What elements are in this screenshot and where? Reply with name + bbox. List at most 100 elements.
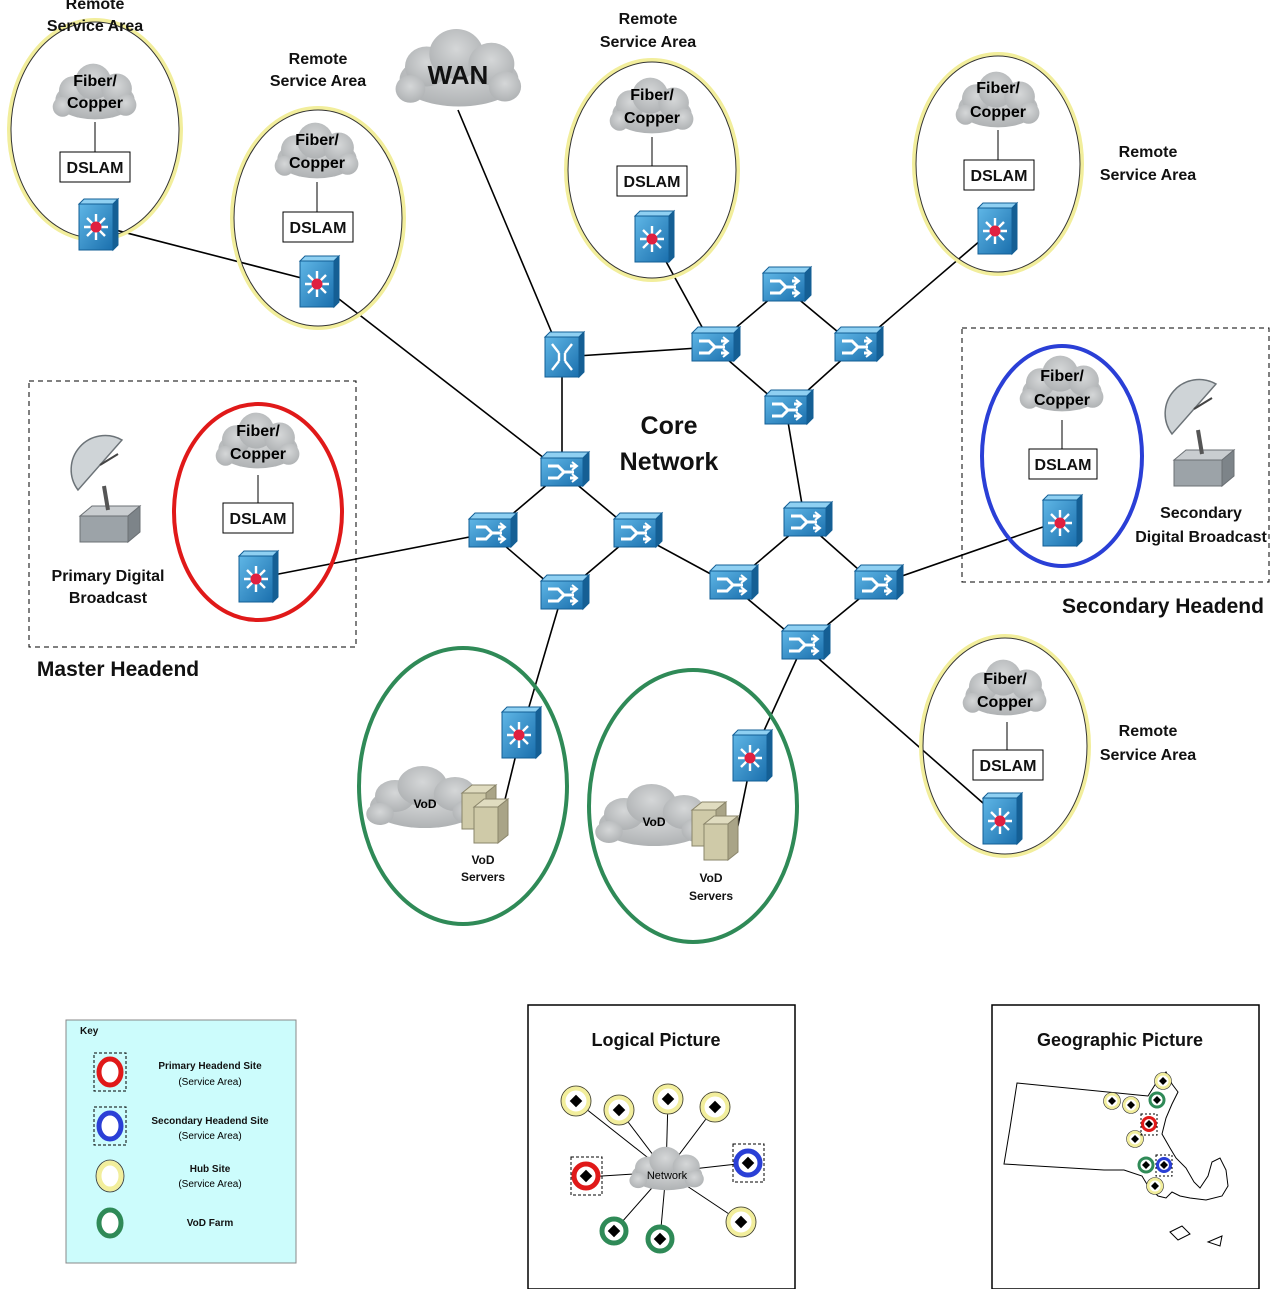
server-icon xyxy=(461,784,509,844)
svg-text:Copper: Copper xyxy=(970,104,1026,121)
svg-text:Fiber/: Fiber/ xyxy=(983,671,1027,688)
svg-text:Servers: Servers xyxy=(461,870,505,884)
multilayer-switch-icon xyxy=(731,728,774,783)
link-router-ring xyxy=(561,346,714,358)
vod-farm-2: VoD VoD Servers xyxy=(587,668,799,944)
server-icon xyxy=(691,801,739,861)
svg-text:Service Area: Service Area xyxy=(47,18,143,35)
svg-text:Remote: Remote xyxy=(66,0,125,13)
svg-text:Secondary Headend Site: Secondary Headend Site xyxy=(151,1116,269,1127)
key-title: Key xyxy=(80,1026,99,1037)
svg-text:Digital Broadcast: Digital Broadcast xyxy=(1135,529,1267,546)
svg-text:(Service Area): (Service Area) xyxy=(178,1077,241,1088)
remote-service-area-2: Fiber/ Copper DSLAM Remote Service Area xyxy=(230,51,406,330)
svg-text:Copper: Copper xyxy=(289,155,345,172)
remote-service-area-4: Fiber/ Copper DSLAM Remote Service Area xyxy=(912,52,1196,276)
svg-text:Service Area: Service Area xyxy=(1100,167,1196,184)
svg-text:Hub Site: Hub Site xyxy=(190,1164,231,1175)
svg-text:Remote: Remote xyxy=(1119,144,1178,161)
multilayer-switch-icon xyxy=(976,201,1019,256)
svg-text:(Service Area): (Service Area) xyxy=(178,1131,241,1142)
svg-text:Fiber/: Fiber/ xyxy=(295,132,339,149)
geo-hub-nodes xyxy=(1103,1072,1172,1195)
geo-primary-node xyxy=(1140,1113,1158,1136)
core-label-line2: Network xyxy=(620,448,719,476)
key-item-primary: Primary Headend Site (Service Area) xyxy=(93,1052,262,1092)
core-label-line1: Core xyxy=(641,412,698,440)
svg-text:Primary Headend Site: Primary Headend Site xyxy=(158,1061,262,1072)
svg-text:VoD Farm: VoD Farm xyxy=(187,1218,234,1229)
svg-text:Service Area: Service Area xyxy=(600,34,696,51)
geographic-picture: Geographic Picture xyxy=(991,1004,1260,1289)
switch-icon xyxy=(612,511,664,549)
svg-text:Fiber/: Fiber/ xyxy=(73,73,117,90)
logical-network-label: Network xyxy=(647,1170,688,1182)
key-item-vod: VoD Farm xyxy=(96,1207,234,1239)
geo-vod-nodes xyxy=(1137,1091,1166,1174)
link-core-remote5 xyxy=(802,644,1001,819)
remote-service-area-5: Fiber/ Copper DSLAM Remote Service Area xyxy=(919,634,1196,858)
link-wan-router xyxy=(457,109,563,358)
logical-secondary-node xyxy=(732,1143,765,1183)
svg-text:Fiber/: Fiber/ xyxy=(976,80,1020,97)
svg-text:Remote: Remote xyxy=(619,11,678,28)
svg-text:VoD: VoD xyxy=(642,815,665,829)
switch-icon xyxy=(539,450,591,488)
multilayer-switch-icon xyxy=(633,209,676,264)
legend-key: Key Primary Headend Site (Service Area) … xyxy=(65,1019,297,1264)
svg-text:Service Area: Service Area xyxy=(1100,747,1196,764)
svg-text:Copper: Copper xyxy=(230,446,286,463)
multilayer-switch-icon xyxy=(500,705,543,760)
satellite-dish-icon xyxy=(1163,377,1236,488)
link-remote1-remote2 xyxy=(95,224,318,283)
svg-text:Broadcast: Broadcast xyxy=(69,590,148,607)
svg-text:VoD: VoD xyxy=(413,797,436,811)
switch-icon xyxy=(467,511,519,549)
geographic-picture-title: Geographic Picture xyxy=(1037,1030,1203,1050)
svg-text:Copper: Copper xyxy=(624,110,680,127)
svg-text:Copper: Copper xyxy=(977,694,1033,711)
svg-text:Fiber/: Fiber/ xyxy=(630,87,674,104)
switch-icon xyxy=(761,265,813,303)
geo-secondary-node xyxy=(1155,1154,1173,1177)
remote-service-area-1: Fiber/ Copper DSLAM Remote Service Area xyxy=(7,0,183,252)
logical-picture-title: Logical Picture xyxy=(591,1030,720,1050)
multilayer-switch-icon xyxy=(1041,493,1084,548)
link-core-secondary xyxy=(875,519,1064,586)
key-item-hub: Hub Site (Service Area) xyxy=(95,1159,242,1193)
dslam-label: DSLAM xyxy=(1035,457,1092,474)
switch-icon xyxy=(833,325,885,363)
satellite-dish-icon xyxy=(69,433,142,544)
svg-text:Secondary: Secondary xyxy=(1160,505,1242,522)
switch-icon xyxy=(690,325,742,363)
logical-primary-node xyxy=(570,1156,603,1196)
svg-text:Primary Digital: Primary Digital xyxy=(52,568,165,585)
multilayer-switch-icon xyxy=(981,791,1024,846)
dslam-label: DSLAM xyxy=(980,758,1037,775)
logical-vod-nodes xyxy=(599,1216,675,1254)
switch-icon xyxy=(763,388,815,426)
multilayer-switch-icon xyxy=(77,197,120,252)
svg-text:VoD: VoD xyxy=(699,871,722,885)
multilayer-switch-icon xyxy=(237,549,280,604)
switch-icon xyxy=(780,623,832,661)
svg-text:Remote: Remote xyxy=(1119,723,1178,740)
switch-icon xyxy=(539,573,591,611)
link-core-primary xyxy=(257,532,491,579)
dslam-label: DSLAM xyxy=(971,168,1028,185)
remote-service-area-3: Fiber/ Copper DSLAM Remote Service Area xyxy=(564,11,740,282)
master-headend-label: Master Headend xyxy=(37,658,199,681)
svg-text:Fiber/: Fiber/ xyxy=(236,423,280,440)
svg-text:(Service Area): (Service Area) xyxy=(178,1179,241,1190)
svg-text:VoD: VoD xyxy=(471,853,494,867)
svg-text:Service Area: Service Area xyxy=(270,73,366,90)
svg-text:Fiber/: Fiber/ xyxy=(1040,368,1084,385)
switch-icon xyxy=(708,563,760,601)
core-network: Core Network xyxy=(467,265,905,661)
link-remote2-core xyxy=(316,281,563,473)
logical-hub-nodes xyxy=(560,1083,757,1238)
dslam-label: DSLAM xyxy=(624,174,681,191)
wan-label: WAN xyxy=(428,60,489,90)
